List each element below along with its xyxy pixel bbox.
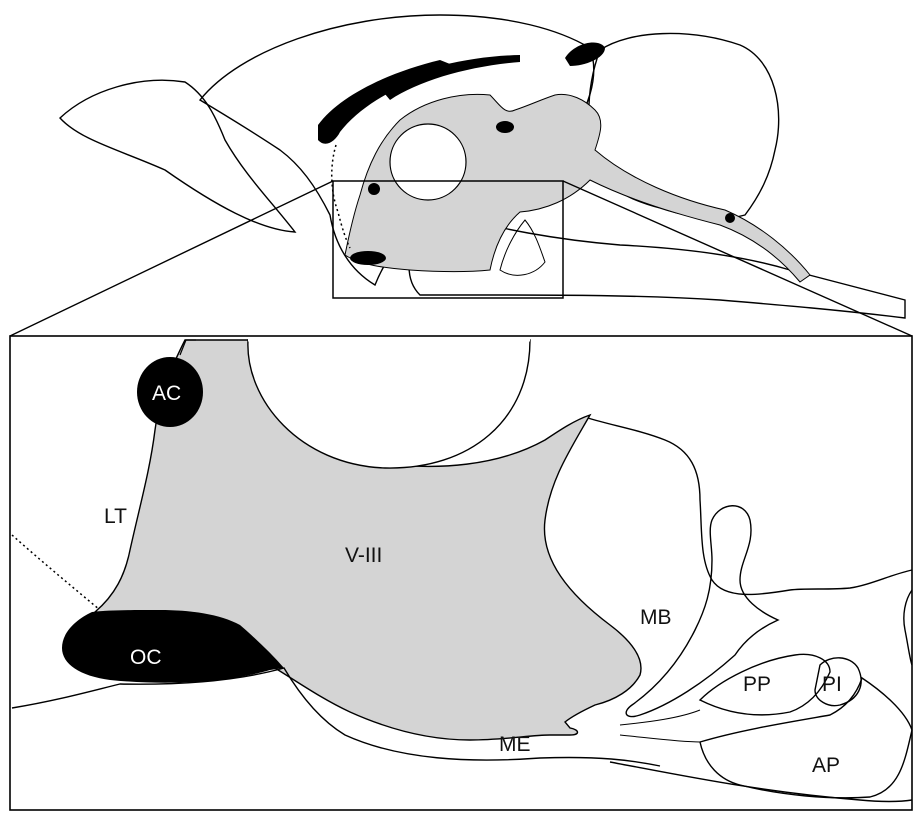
label-oc: OC — [130, 646, 162, 669]
label-ap: AP — [812, 754, 840, 777]
zoom-line-left — [10, 181, 333, 336]
detail-panel: AC LT V-III OC MB ME PP PI AP — [10, 336, 912, 810]
aqueduct-dot-overview — [725, 213, 735, 223]
label-mb: MB — [640, 606, 672, 629]
hippocampal-commissure — [565, 43, 605, 66]
overview-brain — [60, 15, 905, 318]
label-pi: PI — [822, 673, 842, 696]
label-ac: AC — [152, 382, 181, 405]
label-lt: LT — [104, 505, 127, 528]
label-pp: PP — [743, 673, 771, 696]
olfactory-bulb — [60, 80, 295, 232]
posterior-commissure-overview — [496, 121, 514, 133]
optic-chiasm-overview — [350, 251, 386, 265]
zoom-line-right — [563, 181, 912, 336]
anterior-commissure-overview — [368, 183, 380, 195]
interthalamic-adhesion-overview — [390, 124, 466, 200]
label-v3: V-III — [345, 544, 382, 567]
label-me: ME — [499, 733, 531, 756]
